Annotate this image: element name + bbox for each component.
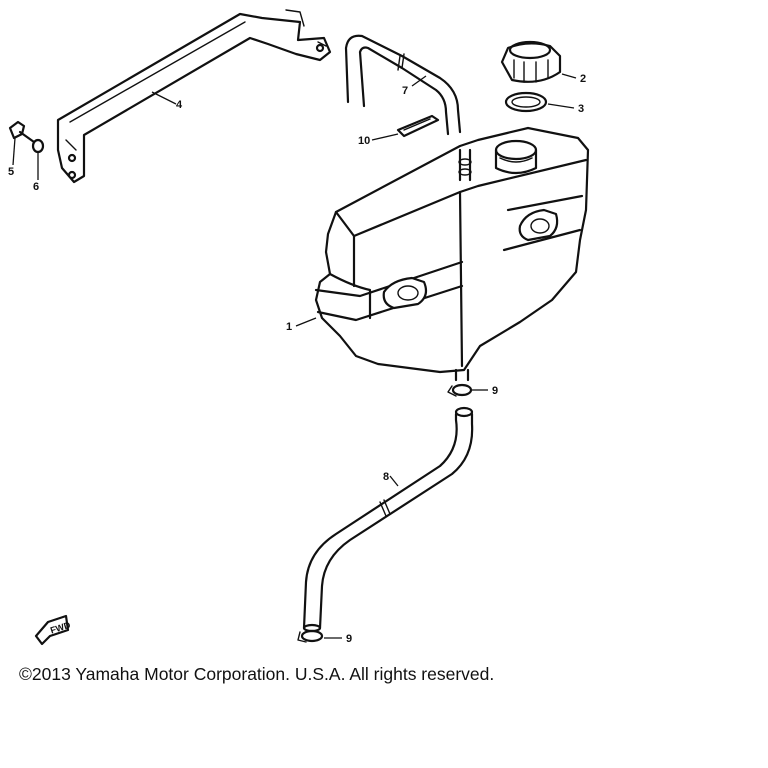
fuel-hose (302, 406, 474, 633)
callout-9-lower: 9 (346, 633, 352, 645)
cap-gasket (504, 91, 548, 113)
washer (31, 138, 45, 154)
forward-arrow-icon: FWD (34, 614, 72, 646)
hose-clip-upper (447, 383, 473, 397)
callout-5: 5 (8, 166, 14, 178)
tank-bracket (56, 9, 332, 184)
callout-6: 6 (33, 181, 39, 193)
vent-hose (344, 34, 462, 136)
callout-3: 3 (578, 103, 584, 115)
fuel-cap (500, 40, 562, 83)
callout-leaders (12, 73, 577, 639)
fuel-tank (314, 126, 590, 382)
callout-8: 8 (383, 471, 389, 483)
callout-9-upper: 9 (492, 385, 498, 397)
caution-label (396, 114, 440, 138)
callout-7: 7 (402, 85, 408, 97)
callout-1: 1 (286, 321, 292, 333)
bolt (8, 120, 36, 144)
hose-clip-lower (297, 629, 324, 643)
callout-4: 4 (176, 99, 183, 111)
callout-2: 2 (580, 73, 586, 85)
callout-10: 10 (358, 135, 370, 147)
copyright-notice: ©2013 Yamaha Motor Corporation. U.S.A. A… (19, 664, 495, 684)
